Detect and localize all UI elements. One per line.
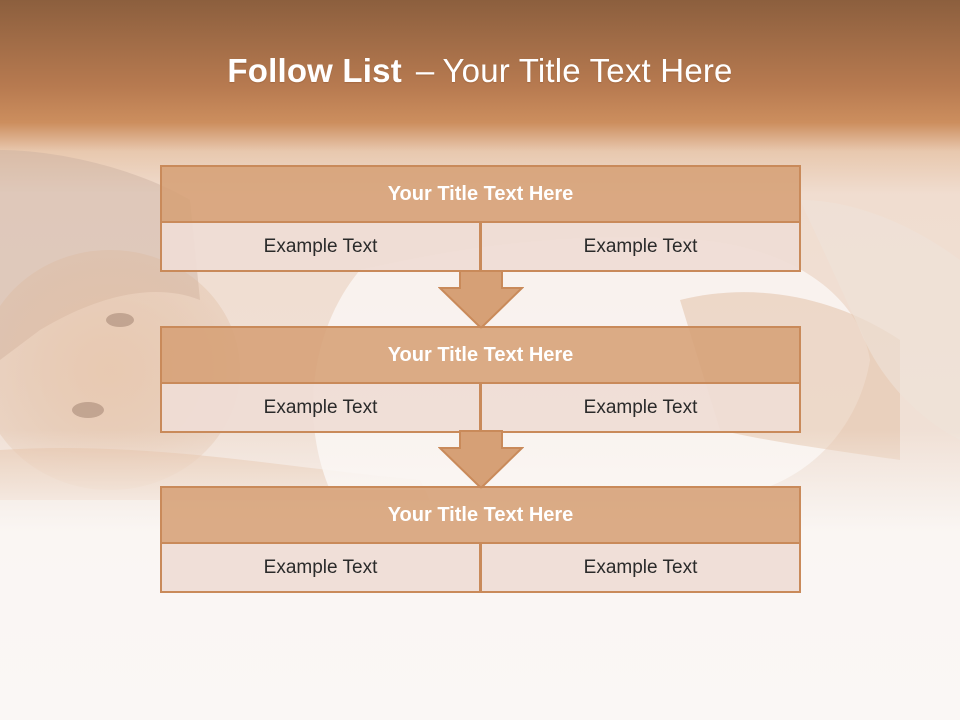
flow-block-3: Your Title Text Here Example Text Exampl…: [160, 486, 801, 593]
block-heading: Your Title Text Here: [160, 486, 801, 544]
title-bold: Follow List: [227, 52, 402, 89]
down-arrow-icon: [438, 270, 524, 330]
block-heading: Your Title Text Here: [160, 326, 801, 384]
down-arrow-icon: [438, 430, 524, 490]
title-rest: Your Title Text Here: [442, 52, 733, 89]
page-title: Follow List–Your Title Text Here: [0, 52, 960, 90]
block-cell-right: Example Text: [480, 542, 801, 593]
block-cell-right: Example Text: [480, 382, 801, 433]
block-cell-left: Example Text: [160, 382, 481, 433]
block-cell-left: Example Text: [160, 542, 481, 593]
block-heading: Your Title Text Here: [160, 165, 801, 223]
title-separator: –: [415, 52, 435, 89]
flow-block-2: Your Title Text Here Example Text Exampl…: [160, 326, 801, 433]
flow-block-1: Your Title Text Here Example Text Exampl…: [160, 165, 801, 272]
block-cell-left: Example Text: [160, 221, 481, 272]
block-cell-right: Example Text: [480, 221, 801, 272]
